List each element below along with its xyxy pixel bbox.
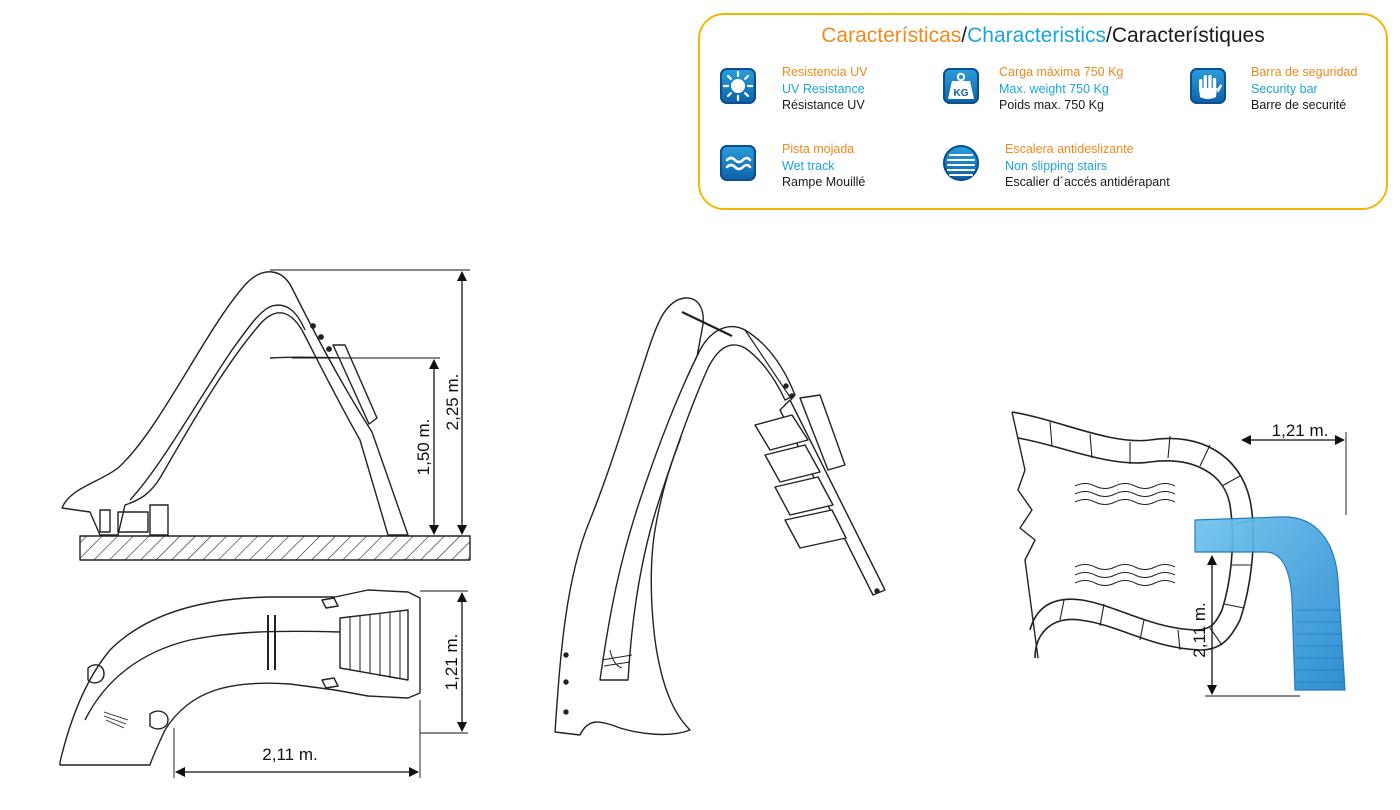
ladder-steps bbox=[754, 414, 847, 549]
slide-top-outline bbox=[59, 589, 421, 766]
bolt-hole bbox=[789, 393, 795, 399]
slide-plan-stairs bbox=[1296, 609, 1344, 683]
mount-bracket bbox=[149, 710, 169, 730]
ground-hatch bbox=[79, 535, 471, 561]
slide-height-label: 1,50 m. bbox=[414, 419, 433, 476]
wet-marks bbox=[601, 654, 633, 667]
slide-track-line bbox=[129, 304, 306, 501]
feature-bar-fr: Barre de securité bbox=[1251, 98, 1347, 112]
feature-uv-fr: Résistance UV bbox=[782, 98, 865, 112]
hand-icon bbox=[1190, 68, 1226, 104]
bolt-hole bbox=[310, 323, 316, 329]
handrail-side bbox=[332, 344, 378, 425]
feature-stairs-en: Non slipping stairs bbox=[1005, 158, 1108, 173]
pool-wall-outer bbox=[1011, 411, 1255, 659]
title-separator: / bbox=[961, 24, 968, 47]
bolt-hole bbox=[783, 383, 789, 389]
feature-uv-es: Resistencia UV bbox=[782, 65, 868, 79]
handrail bbox=[799, 394, 846, 471]
title-french: Característiques bbox=[1111, 24, 1265, 47]
feature-bar-es: Barra de seguridad bbox=[1251, 65, 1358, 79]
stairs-top bbox=[339, 609, 409, 681]
title-separator: / bbox=[1106, 24, 1112, 47]
water-waves bbox=[1074, 483, 1176, 586]
wet-marks bbox=[103, 711, 129, 729]
sun-icon bbox=[720, 68, 756, 104]
feature-stairs-fr: Escalier d´accés antidérapant bbox=[1005, 175, 1170, 189]
bolt-hole bbox=[874, 588, 880, 594]
rail-foot bbox=[321, 597, 339, 609]
feature-weight-es: Carga máxima 750 Kg bbox=[999, 65, 1124, 79]
pool-wall-inner bbox=[1017, 437, 1234, 631]
feature-bar-en: Security bar bbox=[1251, 81, 1318, 96]
top-view bbox=[59, 589, 421, 766]
top-width-label: 1,21 m. bbox=[442, 634, 461, 691]
bolt-hole bbox=[563, 679, 569, 685]
feature-uv-en: UV Resistance bbox=[782, 81, 865, 96]
feature-wet-fr: Rampe Mouillé bbox=[782, 175, 866, 189]
mount-bracket bbox=[87, 664, 105, 684]
side-elevation-view bbox=[61, 271, 471, 561]
wet-mark bbox=[609, 649, 623, 669]
perspective-view bbox=[554, 297, 886, 736]
stairs-treads bbox=[349, 611, 401, 679]
svg-text:KG: KG bbox=[954, 88, 969, 99]
title-english: Characteristics bbox=[967, 24, 1106, 47]
feature-weight-en: Max. weight 750 Kg bbox=[999, 81, 1109, 96]
plan-length-label: 2,11 m. bbox=[1190, 602, 1209, 657]
title-spanish: Características bbox=[821, 24, 962, 47]
support-leg bbox=[149, 504, 169, 536]
slide-plan-shape bbox=[1194, 516, 1346, 691]
pool-break-line bbox=[1011, 411, 1039, 659]
top-view-dimensions bbox=[173, 590, 468, 778]
feature-wet-es: Pista mojada bbox=[782, 142, 855, 156]
slide-top-channel bbox=[84, 630, 341, 721]
kg-weight-icon: KG bbox=[943, 68, 979, 104]
support-leg bbox=[99, 509, 111, 533]
slide-side-profile bbox=[61, 271, 409, 536]
characteristics-panel: Características/Characteristics/Caracter… bbox=[698, 13, 1388, 210]
bolt-hole bbox=[318, 334, 324, 340]
top-rail bbox=[681, 311, 733, 337]
feature-weight-fr: Poids max. 750 Kg bbox=[999, 98, 1104, 112]
plan-dimensions bbox=[1205, 432, 1347, 697]
feature-wet-en: Wet track bbox=[782, 158, 835, 173]
feature-stairs-es: Escalera antideslizante bbox=[1005, 142, 1134, 156]
plan-width-label: 1,21 m. bbox=[1272, 421, 1329, 440]
side-elevation-dimensions bbox=[270, 269, 470, 535]
slide-plan bbox=[1194, 516, 1346, 691]
bolt-hole bbox=[563, 652, 569, 658]
wave-icon bbox=[720, 145, 756, 181]
bolt-hole bbox=[326, 346, 332, 352]
slide-edge bbox=[744, 329, 793, 401]
rail-foot bbox=[321, 677, 339, 689]
top-length-label: 2,11 m. bbox=[262, 745, 317, 764]
support-base bbox=[117, 511, 149, 533]
panel-title: Características/Characteristics/Caracter… bbox=[700, 24, 1386, 48]
bolt-hole bbox=[563, 709, 569, 715]
stairs-icon bbox=[943, 145, 979, 181]
total-height-label: 2,25 m. bbox=[443, 374, 462, 431]
